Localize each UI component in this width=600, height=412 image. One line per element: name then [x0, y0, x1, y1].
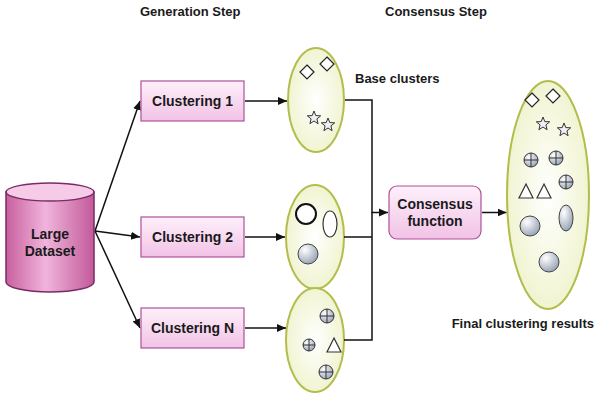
flow-arrow [482, 212, 507, 214]
node-label: Consensus function [394, 196, 476, 230]
cluster-symbol [539, 252, 559, 272]
cluster-symbol [549, 151, 563, 165]
flow-arrow [95, 101, 140, 231]
process-box: Clustering N [140, 307, 245, 349]
cluster-symbol [546, 89, 560, 103]
flow-arrow [95, 231, 140, 237]
flow-arrow [95, 231, 140, 328]
cluster-symbol [307, 111, 320, 124]
cluster-symbol [536, 117, 549, 130]
node-label: Clustering 2 [152, 229, 233, 246]
cluster-symbol [300, 65, 314, 79]
cluster-symbol [320, 57, 334, 71]
base-cluster-ellipse: Base clusters [287, 47, 345, 153]
cluster-symbol [557, 123, 570, 136]
final-cluster-ellipse: Final clustering results [506, 80, 590, 310]
process-box: Clustering 2 [140, 216, 245, 258]
cluster-caption: Base clusters [355, 71, 440, 86]
cluster-symbol [559, 205, 573, 231]
cluster-symbol [520, 216, 540, 236]
cluster-symbol [559, 175, 573, 189]
node-label: Large Dataset [15, 226, 85, 260]
consensus-box: Consensus function [388, 185, 482, 240]
cluster-symbol [525, 93, 539, 107]
base-cluster-ellipse-outline [287, 47, 345, 153]
process-box: Clustering 1 [140, 80, 245, 122]
base-cluster-ellipse [286, 288, 344, 392]
step-heading: Generation Step [140, 4, 240, 19]
cluster-symbol [524, 153, 538, 167]
step-heading: Consensus Step [385, 4, 487, 19]
dataset-cylinder: Large Dataset [5, 182, 95, 292]
node-label: Clustering 1 [152, 93, 233, 110]
cluster-caption: Final clustering results [452, 316, 594, 331]
final-cluster-ellipse-outline [506, 80, 590, 310]
flow-arrow [245, 100, 287, 102]
cluster-symbol [321, 118, 334, 131]
cluster-symbol [519, 184, 533, 198]
flow-wire [245, 212, 372, 340]
node-label: Clustering N [151, 320, 234, 337]
flow-arrow [345, 100, 388, 213]
base-cluster-ellipse [286, 185, 344, 289]
cluster-symbol [537, 184, 551, 198]
